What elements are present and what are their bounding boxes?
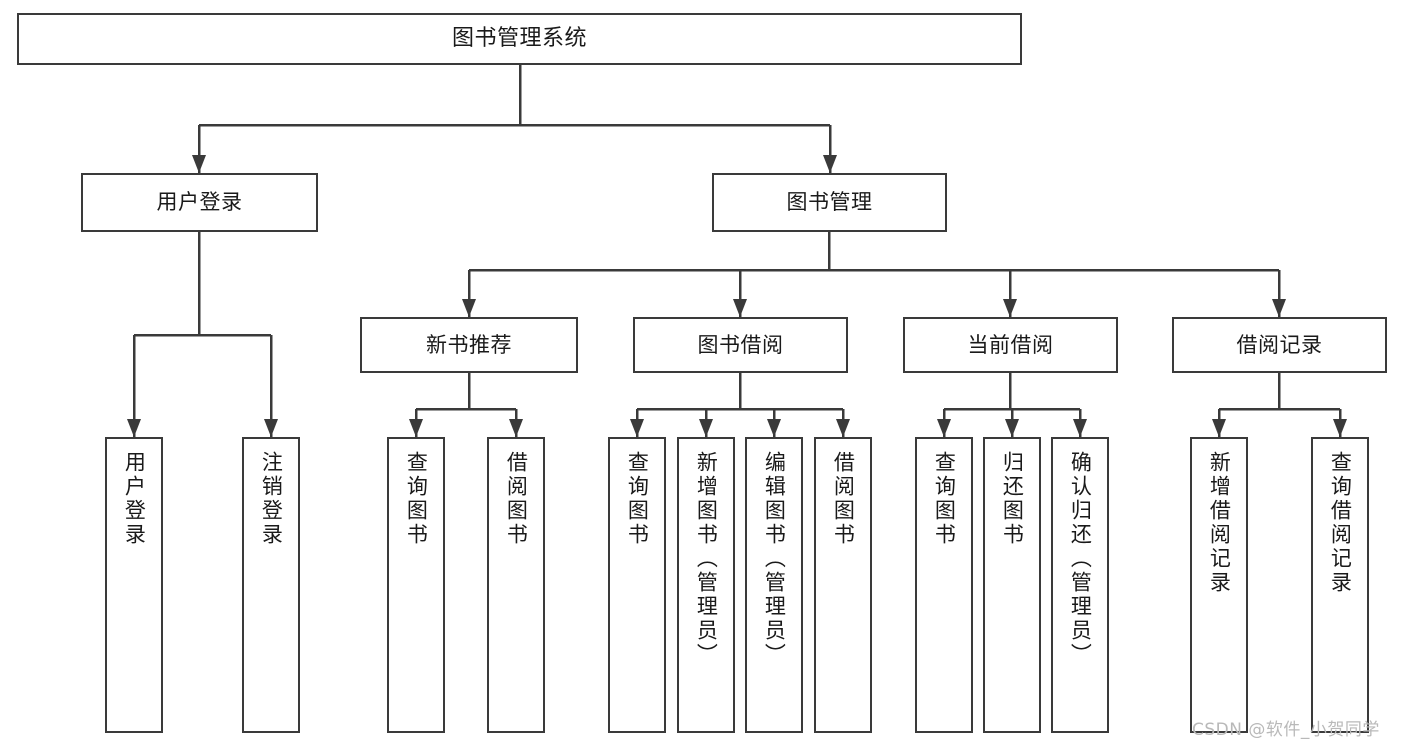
node-leaf-add-book-admin: 新增图书（管理员） [677, 437, 735, 733]
node-leaf-user-login: 用户登录 [105, 437, 163, 733]
node-leaf-user-login-label: 用户登录 [122, 451, 147, 547]
node-leaf-return-book: 归还图书 [983, 437, 1041, 733]
node-leaf-query-borrow-record: 查询借阅记录 [1311, 437, 1369, 733]
node-book-borrow-label: 图书借阅 [697, 332, 784, 357]
arrow-head-book-manage [823, 155, 837, 173]
arrow-head-leaf-add-borrow-record [1212, 419, 1226, 437]
arrow-head-leaf-confirm-return-admin [1073, 419, 1087, 437]
node-borrow-record: 借阅记录 [1172, 317, 1387, 373]
node-leaf-borrow-book-2-label: 借阅图书 [831, 451, 856, 547]
node-leaf-add-book-admin-label: 新增图书（管理员） [694, 451, 719, 667]
node-leaf-query-book-2: 查询图书 [608, 437, 666, 733]
edge-group [127, 65, 1347, 437]
arrow-head-user-login [192, 155, 206, 173]
node-leaf-query-book-2-label: 查询图书 [625, 451, 650, 547]
node-leaf-add-borrow-record: 新增借阅记录 [1190, 437, 1248, 733]
arrow-head-leaf-edit-book-admin [767, 419, 781, 437]
node-borrow-record-label: 借阅记录 [1236, 332, 1323, 357]
node-new-book-recommend-label: 新书推荐 [426, 332, 512, 357]
node-leaf-add-borrow-record-label: 新增借阅记录 [1207, 451, 1232, 595]
node-leaf-query-book-3-label: 查询图书 [932, 451, 957, 547]
node-book-manage: 图书管理 [712, 173, 947, 232]
node-leaf-edit-book-admin-label: 编辑图书（管理员） [762, 451, 787, 667]
node-leaf-query-book-1-label: 查询图书 [404, 451, 429, 547]
arrow-head-leaf-borrow-book-1 [509, 419, 523, 437]
csdn-watermark: CSDN @软件_小贺同学 [1192, 720, 1380, 740]
arrow-head-leaf-query-borrow-record [1333, 419, 1347, 437]
node-current-borrow-label: 当前借阅 [967, 332, 1054, 357]
arrow-head-leaf-borrow-book-2 [836, 419, 850, 437]
arrow-head-leaf-user-login [127, 419, 141, 437]
arrow-head-leaf-add-book-admin [699, 419, 713, 437]
node-leaf-confirm-return-admin-label: 确认归还（管理员） [1068, 451, 1093, 667]
node-leaf-logout-login: 注销登录 [242, 437, 300, 733]
node-leaf-query-book-1: 查询图书 [387, 437, 445, 733]
arrow-head-leaf-query-book-1 [409, 419, 423, 437]
node-root-system-label: 图书管理系统 [451, 26, 587, 52]
node-leaf-edit-book-admin: 编辑图书（管理员） [745, 437, 803, 733]
arrow-head-leaf-logout-login [264, 419, 278, 437]
arrow-head-book-borrow [733, 299, 747, 317]
arrow-head-current-borrow [1003, 299, 1017, 317]
node-leaf-query-borrow-record-label: 查询借阅记录 [1328, 451, 1353, 595]
node-leaf-borrow-book-1: 借阅图书 [487, 437, 545, 733]
node-root-system: 图书管理系统 [17, 13, 1022, 65]
node-current-borrow: 当前借阅 [903, 317, 1118, 373]
arrow-head-leaf-query-book-3 [937, 419, 951, 437]
node-user-login-label: 用户登录 [156, 190, 243, 215]
arrow-head-leaf-query-book-2 [630, 419, 644, 437]
node-book-borrow: 图书借阅 [633, 317, 848, 373]
arrow-head-new-book-recommend [462, 299, 476, 317]
node-book-manage-label: 图书管理 [786, 190, 873, 215]
node-leaf-borrow-book-1-label: 借阅图书 [504, 451, 529, 547]
node-leaf-return-book-label: 归还图书 [1000, 451, 1025, 547]
node-new-book-recommend: 新书推荐 [360, 317, 578, 373]
node-user-login: 用户登录 [81, 173, 318, 232]
node-leaf-confirm-return-admin: 确认归还（管理员） [1051, 437, 1109, 733]
node-leaf-borrow-book-2: 借阅图书 [814, 437, 872, 733]
arrow-head-borrow-record [1272, 299, 1286, 317]
arrow-head-leaf-return-book [1005, 419, 1019, 437]
node-leaf-query-book-3: 查询图书 [915, 437, 973, 733]
node-leaf-logout-login-label: 注销登录 [259, 451, 284, 547]
